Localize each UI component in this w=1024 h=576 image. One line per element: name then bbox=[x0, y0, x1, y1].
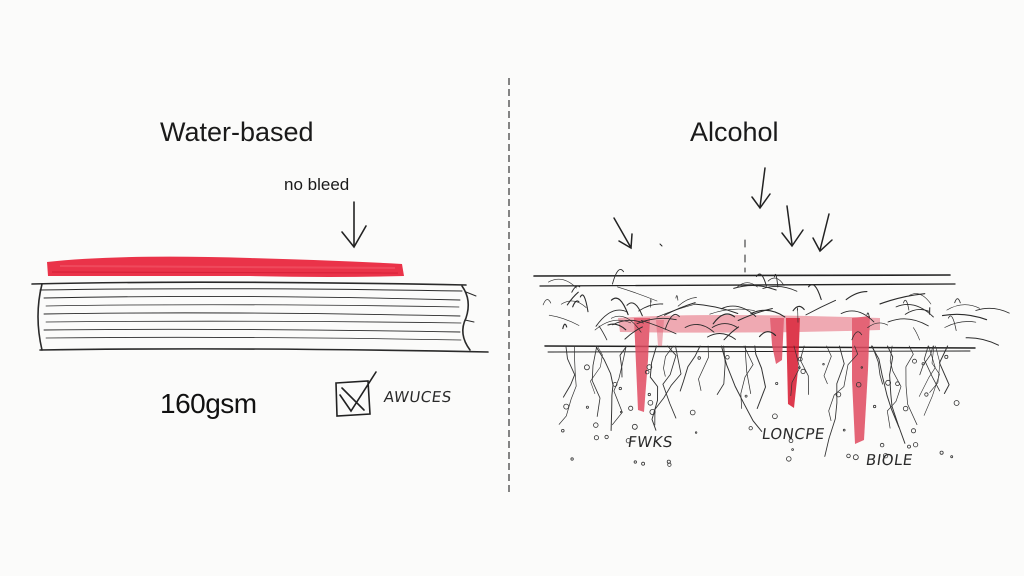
no-bleed-arrow bbox=[341, 201, 367, 249]
ink-stroke-surface bbox=[47, 256, 404, 277]
penetration-arrows bbox=[613, 167, 833, 273]
fiber-roots bbox=[558, 345, 950, 457]
sketch-label-3: BIOLE bbox=[864, 451, 915, 469]
sketch-label-1: FWKS bbox=[626, 433, 675, 451]
water-based-title: Water-based bbox=[160, 117, 314, 147]
checkbox-label: AWUCES bbox=[382, 388, 453, 406]
speckle-dots bbox=[561, 354, 960, 467]
sketch-label-2: LONCPE bbox=[760, 425, 827, 443]
paper-weight-label: 160gsm bbox=[160, 388, 257, 419]
checkbox-icon bbox=[335, 371, 377, 417]
alcohol-title: Alcohol bbox=[690, 117, 779, 147]
no-bleed-label: no bleed bbox=[284, 175, 350, 194]
paper-cross-section-left bbox=[31, 281, 489, 353]
fiber-network bbox=[542, 269, 1010, 346]
paper-cross-section-right bbox=[533, 274, 976, 353]
ink-bleed-streaks bbox=[618, 315, 880, 444]
